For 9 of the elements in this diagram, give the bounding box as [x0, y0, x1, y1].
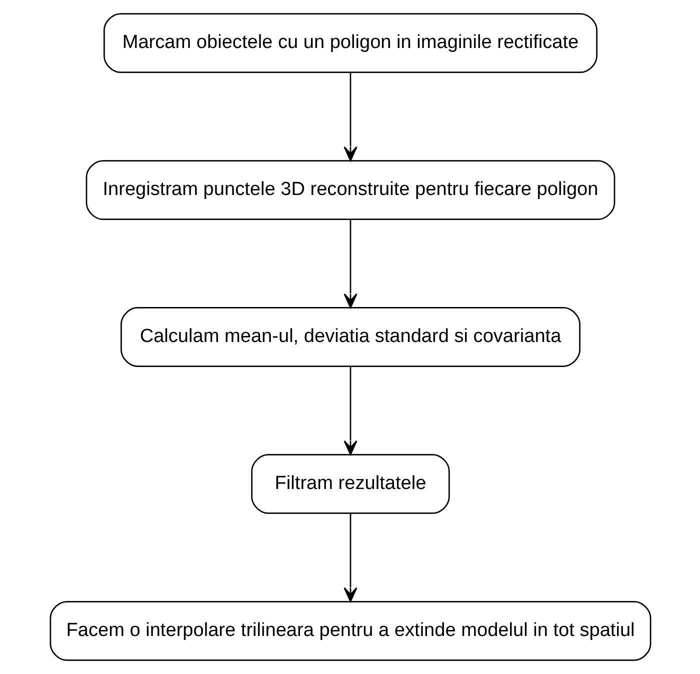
arrow	[343, 513, 357, 602]
arrow	[343, 72, 357, 162]
node-box: Facem o interpolare trilineara pentru a extinde modelul in tot spatiul	[49, 601, 651, 661]
node-box: Inregistram punctele 3D reconstruite pentru fiecare poligon	[85, 160, 615, 220]
arrow	[343, 366, 357, 456]
arrow	[343, 220, 357, 308]
node-box: Filtram rezultatele	[250, 454, 450, 514]
node-box: Calculam mean-ul, deviatia standard si covarianta	[120, 307, 580, 367]
node-box: Marcam obiectele cu un poligon in imaginile rectificate	[103, 13, 597, 73]
